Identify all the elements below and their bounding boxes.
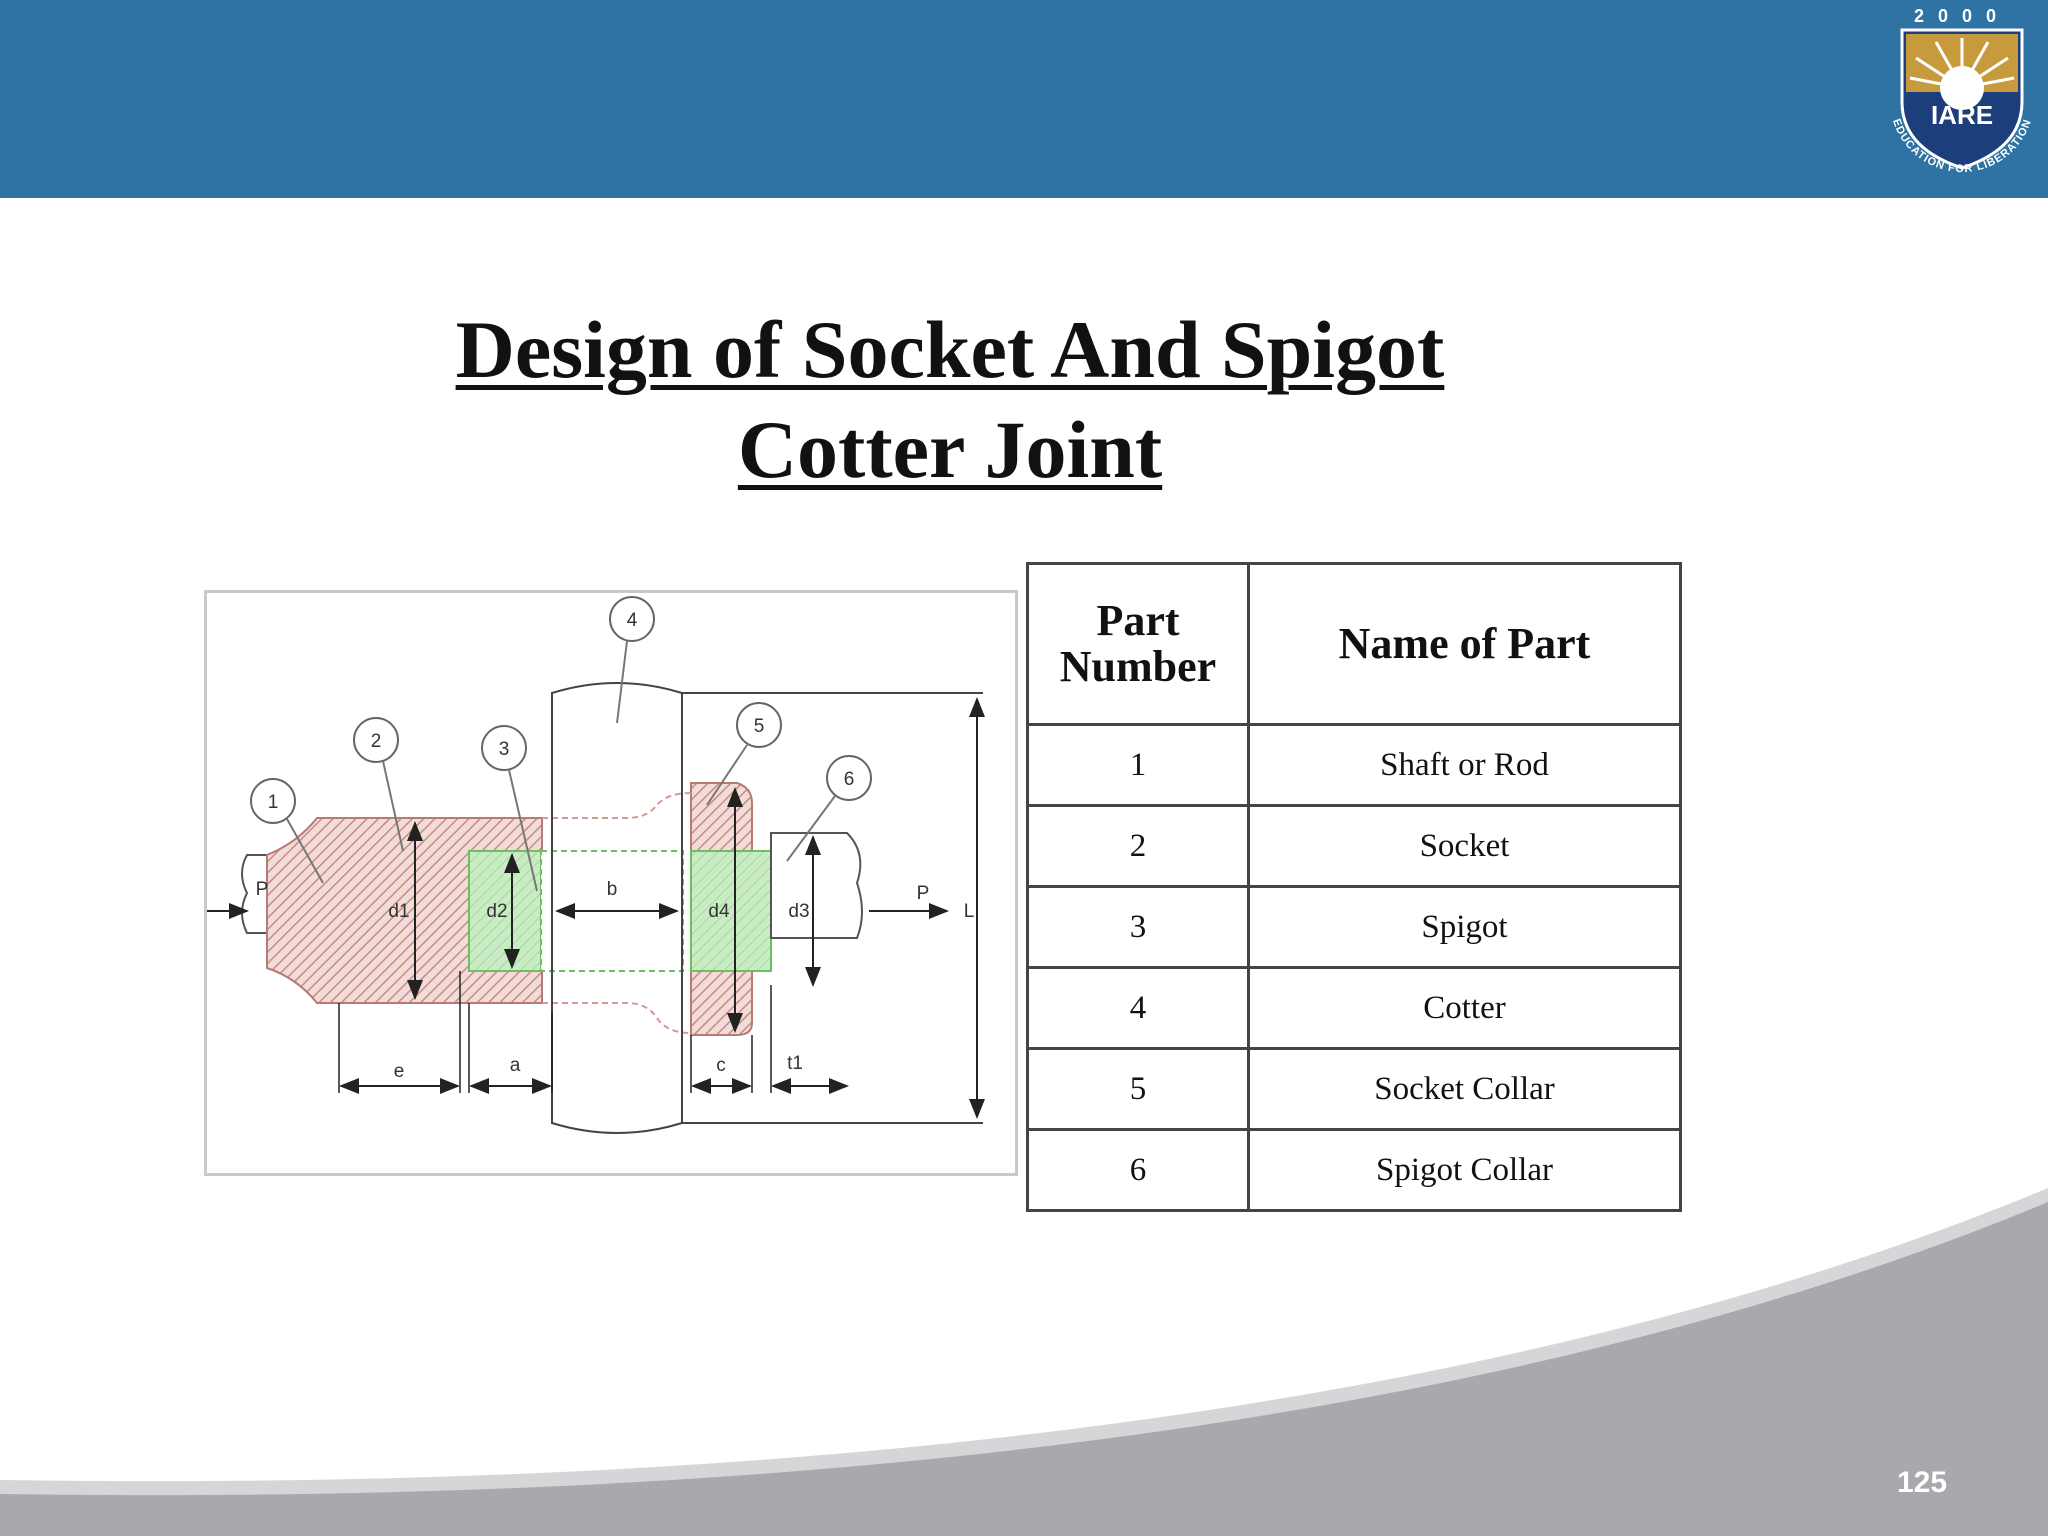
label-d4: d4 <box>708 901 730 922</box>
label-p-right: P <box>917 883 930 904</box>
table-row: 1 Shaft or Rod <box>1026 723 1682 807</box>
callout-4-label: 4 <box>627 610 638 631</box>
label-d2: d2 <box>486 901 507 922</box>
callout-2-label: 2 <box>371 731 382 752</box>
slide-title: Design of Socket And Spigot Cotter Joint <box>300 300 1600 500</box>
callout-1 <box>250 778 296 824</box>
bottom-swoosh <box>0 1188 2048 1536</box>
iare-logo: 2000 IARE EDUCATION FOR LIBERATION <box>1876 0 2048 190</box>
part-number-cell: 2 <box>1026 804 1250 888</box>
sun-shield-icon: 2000 IARE EDUCATION FOR LIBERATION <box>1890 6 2033 175</box>
part-number-cell: 4 <box>1026 966 1250 1050</box>
callout-6 <box>826 755 872 801</box>
label-t1: t1 <box>787 1053 803 1074</box>
part-name-cell: Socket Collar <box>1247 1047 1682 1131</box>
header-name-of-part: Name of Part <box>1247 562 1682 726</box>
label-b: b <box>607 879 618 900</box>
part-number-cell: 3 <box>1026 885 1250 969</box>
table-row: 4 Cotter <box>1026 966 1682 1050</box>
label-p-left: P <box>256 879 269 900</box>
callout-5 <box>736 702 782 748</box>
parts-table: Part Number Name of Part 1 Shaft or Rod … <box>1026 562 1682 1212</box>
title-line-1: Design of Socket And Spigot <box>455 304 1445 395</box>
label-e: e <box>394 1061 405 1082</box>
label-d3: d3 <box>788 901 809 922</box>
logo-name: IARE <box>1931 100 1993 130</box>
table-row: 6 Spigot Collar <box>1026 1128 1682 1212</box>
page-number: 125 <box>1896 1466 1948 1499</box>
callout-1-label: 1 <box>268 792 279 813</box>
callout-6-label: 6 <box>844 769 855 790</box>
part-number-cell: 1 <box>1026 723 1250 807</box>
table-row: 5 Socket Collar <box>1026 1047 1682 1131</box>
header-bar <box>0 0 2048 198</box>
header-part-number: Part Number <box>1026 562 1250 726</box>
spigot-collar <box>690 850 772 972</box>
table-row: 3 Spigot <box>1026 885 1682 969</box>
table-header-row: Part Number Name of Part <box>1026 562 1682 726</box>
callout-4 <box>609 596 655 642</box>
label-a: a <box>510 1055 521 1076</box>
callout-2 <box>353 717 399 763</box>
label-d1: d1 <box>388 901 409 922</box>
part-name-cell: Spigot Collar <box>1247 1128 1682 1212</box>
callout-5-label: 5 <box>754 716 765 737</box>
title-line-2: Cotter Joint <box>737 404 1163 495</box>
shaft-right <box>770 832 863 939</box>
header-part-number-text: Part Number <box>1059 596 1217 691</box>
cotter-joint-diagram: 1 2 3 4 5 6 P P L d1 d2 d4 d3 b e a c t1 <box>204 590 1018 1176</box>
part-name-cell: Spigot <box>1247 885 1682 969</box>
callout-3-label: 3 <box>499 739 510 760</box>
logo-year: 2000 <box>1914 6 2010 26</box>
part-name-cell: Shaft or Rod <box>1247 723 1682 807</box>
part-name-cell: Cotter <box>1247 966 1682 1050</box>
table-row: 2 Socket <box>1026 804 1682 888</box>
part-name-cell: Socket <box>1247 804 1682 888</box>
label-l: L <box>964 901 975 922</box>
label-c: c <box>716 1055 726 1076</box>
part-number-cell: 6 <box>1026 1128 1250 1212</box>
part-number-cell: 5 <box>1026 1047 1250 1131</box>
callout-3 <box>481 725 527 771</box>
